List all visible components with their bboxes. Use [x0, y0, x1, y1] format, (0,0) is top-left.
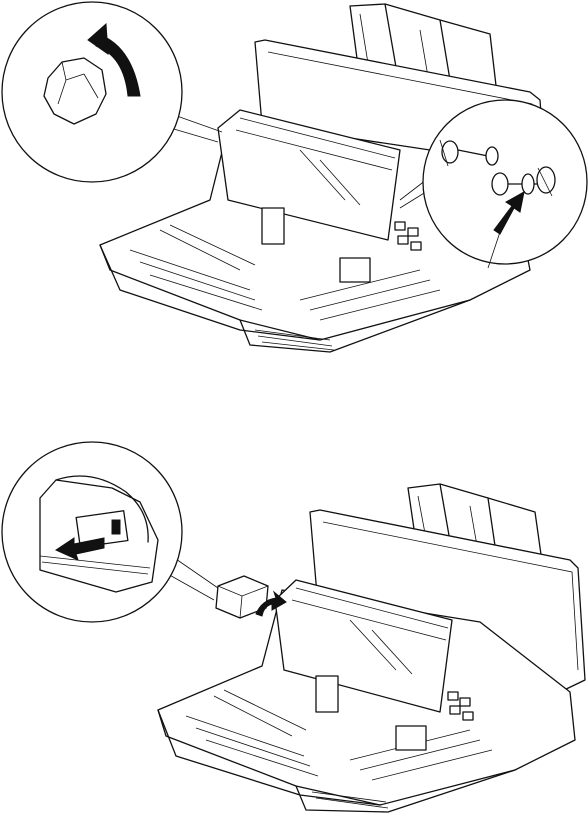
top-figure — [0, 0, 588, 360]
bottom-figure-drawing — [0, 440, 588, 813]
left-guide-block — [262, 208, 284, 244]
bottom-figure — [0, 440, 588, 813]
left-guide-block — [316, 676, 338, 712]
right-guide-block — [396, 726, 426, 750]
right-guide-block — [340, 258, 370, 282]
knob-rotation-callout — [2, 2, 222, 182]
cartridge-removal-callout — [2, 442, 218, 622]
top-figure-drawing — [0, 0, 588, 360]
